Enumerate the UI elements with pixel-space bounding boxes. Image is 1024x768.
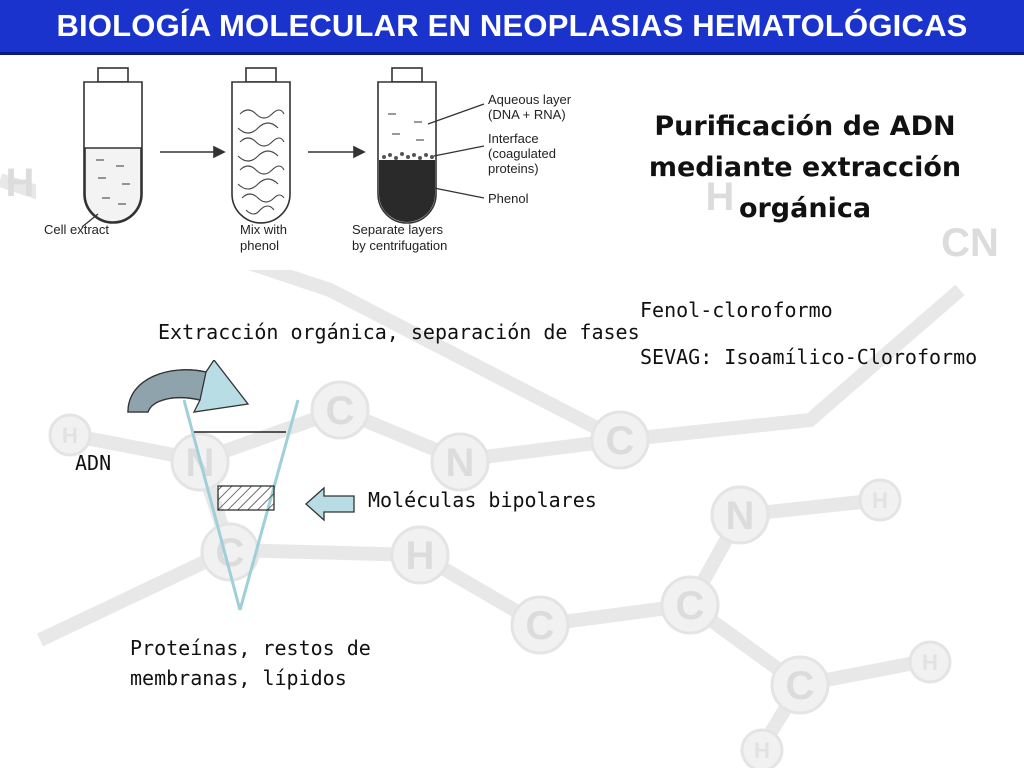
svg-text:C: C bbox=[606, 419, 635, 463]
phase-separation-diagram bbox=[127, 360, 355, 611]
diagram-caption: Extracción orgánica, separación de fases bbox=[158, 320, 640, 344]
method-item: Fenol-cloroformo bbox=[640, 298, 833, 322]
svg-text:C: C bbox=[786, 664, 815, 708]
heading-line: orgánica bbox=[738, 193, 872, 224]
label-bipolar-molecules: Moléculas bipolares bbox=[368, 488, 597, 512]
svg-text:H: H bbox=[706, 175, 735, 219]
svg-text:H: H bbox=[922, 650, 938, 675]
label-mix-line1: Mix with bbox=[240, 222, 287, 237]
tube-mix-phenol bbox=[231, 67, 291, 224]
svg-text:H: H bbox=[754, 738, 770, 763]
label-interface-line3: proteins) bbox=[488, 161, 539, 176]
svg-text:C: C bbox=[676, 584, 705, 628]
page-title: BIOLOGÍA MOLECULAR EN NEOPLASIAS HEMATOL… bbox=[56, 8, 968, 43]
svg-text:C: C bbox=[326, 389, 355, 433]
heading-line: Purificación de ADN bbox=[654, 111, 956, 142]
heading-line: mediante extracción bbox=[648, 152, 962, 183]
tube-cell-extract bbox=[83, 67, 143, 224]
title-bar: BIOLOGÍA MOLECULAR EN NEOPLASIAS HEMATOL… bbox=[0, 0, 1024, 55]
svg-text:H: H bbox=[406, 534, 435, 578]
label-proteins-line2: membranas, lípidos bbox=[130, 666, 347, 690]
arrow-right-icon bbox=[160, 145, 226, 159]
label-cell-extract: Cell extract bbox=[44, 222, 109, 237]
arrow-left-icon bbox=[305, 486, 355, 522]
arrow-right-icon bbox=[308, 145, 366, 159]
svg-text:H: H bbox=[872, 488, 888, 513]
svg-text:C: C bbox=[526, 604, 555, 648]
label-sep-line1: Separate layers bbox=[352, 222, 444, 237]
phenol-extraction-figure: Cell extract Mix with phenol bbox=[36, 64, 606, 270]
label-mix-line2: phenol bbox=[240, 238, 279, 253]
section-heading: Purificación de ADN mediante extracción … bbox=[620, 106, 990, 229]
label-adn: ADN bbox=[75, 451, 112, 475]
label-aqueous-line1: Aqueous layer bbox=[488, 92, 572, 107]
label-aqueous-line2: (DNA + RNA) bbox=[488, 107, 566, 122]
label-interface-line2: (coagulated bbox=[488, 146, 556, 161]
svg-text:N: N bbox=[726, 494, 755, 538]
svg-text:H: H bbox=[62, 423, 78, 448]
label-phenol: Phenol bbox=[488, 191, 529, 206]
label-interface-line1: Interface bbox=[488, 131, 539, 146]
svg-text:CN: CN bbox=[941, 221, 999, 265]
svg-text:H: H bbox=[6, 161, 35, 205]
label-sep-line2: by centrifugation bbox=[352, 238, 447, 253]
svg-text:N: N bbox=[446, 441, 475, 485]
label-proteins-line1: Proteínas, restos de bbox=[130, 636, 371, 660]
method-item: SEVAG: Isoamílico-Cloroformo bbox=[640, 345, 978, 369]
